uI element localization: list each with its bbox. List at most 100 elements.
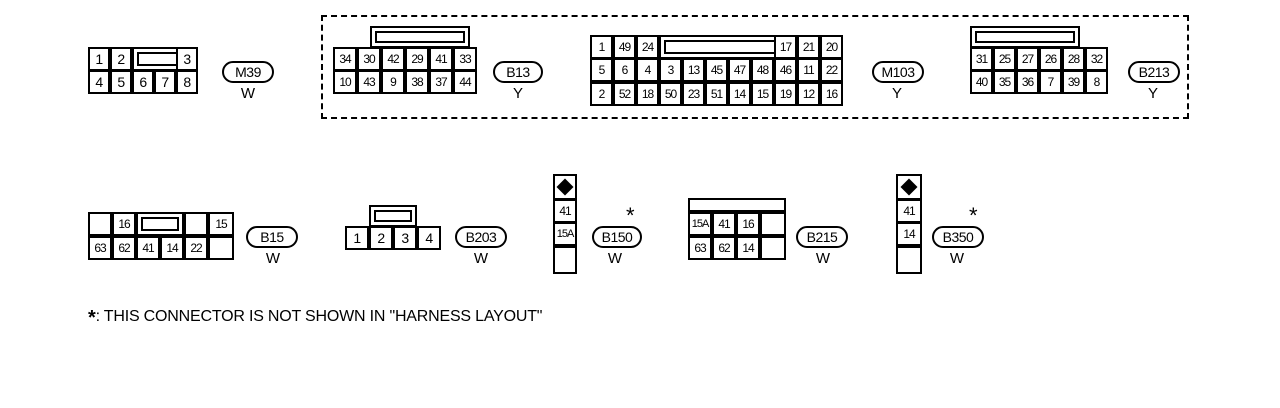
pin-cell: 17 — [774, 35, 797, 59]
pin-cell: 8 — [1085, 70, 1108, 94]
pin-cell: 2 — [110, 47, 132, 71]
empty-cavity — [184, 212, 208, 236]
pin-cell: 6 — [132, 70, 154, 94]
pin-cell: 41 — [896, 199, 922, 223]
pin-cell: 2 — [369, 226, 393, 250]
pin-cell: 14 — [736, 236, 760, 260]
connector-id-badge[interactable]: B150 — [592, 226, 642, 248]
pin-cell: 41 — [429, 47, 453, 71]
connector-latch — [370, 26, 470, 48]
pin-cell: 21 — [797, 35, 820, 59]
pin-cell: 37 — [429, 70, 453, 94]
empty-cavity — [688, 198, 786, 212]
pin-cell: 16 — [820, 82, 843, 106]
pin-cell: 27 — [1016, 47, 1039, 71]
wire-color-label: Y — [512, 85, 523, 102]
pin-cell: 42 — [381, 47, 405, 71]
pin-cell: 4 — [88, 70, 110, 94]
pin-cell: 28 — [1062, 47, 1085, 71]
wire-color-label: W — [240, 85, 256, 102]
footnote-symbol: * — [88, 307, 96, 329]
connector-id-badge[interactable]: B13 — [493, 61, 543, 83]
pin-cell: 46 — [774, 58, 797, 82]
pin-cell: 1 — [590, 35, 613, 59]
pin-cell: 4 — [636, 58, 659, 82]
pin-cell: 14 — [896, 222, 922, 246]
footnote: *: THIS CONNECTOR IS NOT SHOWN IN "HARNE… — [88, 307, 542, 330]
pin-cell: 39 — [1062, 70, 1085, 94]
pin-cell: 1 — [88, 47, 110, 71]
pin-cell: 52 — [613, 82, 636, 106]
connector-latch — [659, 35, 785, 59]
pin-cell: 33 — [453, 47, 477, 71]
connector-id-badge[interactable]: B215 — [796, 226, 848, 248]
not-shown-star: * — [969, 203, 978, 228]
pin-cell: 63 — [88, 236, 112, 260]
pin-cell: 30 — [357, 47, 381, 71]
pin-cell: 34 — [333, 47, 357, 71]
pin-cell: 19 — [774, 82, 797, 106]
empty-cavity — [208, 236, 234, 260]
wire-color-label: Y — [1147, 85, 1158, 102]
pin-cell: 5 — [110, 70, 132, 94]
pin-cell: 24 — [636, 35, 659, 59]
pin-cell: 23 — [682, 82, 705, 106]
pin-cell: 36 — [1016, 70, 1039, 94]
connector-latch — [369, 205, 417, 227]
pin-cell: 13 — [682, 58, 705, 82]
connector-id-badge[interactable]: M39 — [222, 61, 274, 83]
wire-color-label: W — [949, 250, 965, 267]
pin-cell: 4 — [417, 226, 441, 250]
empty-cavity — [760, 236, 786, 260]
pin-cell: 7 — [1039, 70, 1062, 94]
pin-cell: 49 — [613, 35, 636, 59]
pin-cell: 9 — [381, 70, 405, 94]
wire-color-label: W — [473, 250, 489, 267]
pin-cell: 16 — [112, 212, 136, 236]
pin-cell: 38 — [405, 70, 429, 94]
empty-cavity — [896, 246, 922, 274]
pin-cell: 7 — [154, 70, 176, 94]
pin-cell: 63 — [688, 236, 712, 260]
connector-id-badge[interactable]: B350 — [932, 226, 984, 248]
pin-cell: 41 — [553, 199, 577, 223]
pin-cell: 22 — [820, 58, 843, 82]
connector-latch — [970, 26, 1080, 48]
pin-cell: 47 — [728, 58, 751, 82]
pin-cell: 20 — [820, 35, 843, 59]
connector-latch — [136, 212, 184, 236]
pin-cell: 25 — [993, 47, 1016, 71]
pin-cell: 45 — [705, 58, 728, 82]
pin-cell: 40 — [970, 70, 993, 94]
connector-id-badge[interactable]: B203 — [455, 226, 507, 248]
pin-cell: 31 — [970, 47, 993, 71]
pin-cell: 11 — [797, 58, 820, 82]
pin-cell: 14 — [160, 236, 184, 260]
pin-cell: 5 — [590, 58, 613, 82]
pin-cell: 2 — [590, 82, 613, 106]
pin-cell: 16 — [736, 212, 760, 236]
pin-cell: 62 — [712, 236, 736, 260]
pin-cell: 41 — [712, 212, 736, 236]
pin-cell: 6 — [613, 58, 636, 82]
pin-cell: 18 — [636, 82, 659, 106]
pin-cell: 32 — [1085, 47, 1108, 71]
connector-id-badge[interactable]: B213 — [1128, 61, 1180, 83]
pin-cell: 15 — [751, 82, 774, 106]
pin-cell: 22 — [184, 236, 208, 260]
connector-id-badge[interactable]: M103 — [872, 61, 924, 83]
pin-cell: 62 — [112, 236, 136, 260]
footnote-text: : THIS CONNECTOR IS NOT SHOWN IN "HARNES… — [95, 308, 543, 325]
pin-cell: 26 — [1039, 47, 1062, 71]
pin-cell: 8 — [176, 70, 198, 94]
not-shown-star: * — [626, 203, 635, 228]
pin-cell: 35 — [993, 70, 1016, 94]
pin-cell: 29 — [405, 47, 429, 71]
empty-cavity — [88, 212, 112, 236]
pin-cell: 48 — [751, 58, 774, 82]
pin-cell: 51 — [705, 82, 728, 106]
pin-cell: 1 — [345, 226, 369, 250]
connector-id-badge[interactable]: B15 — [246, 226, 298, 248]
pin-cell: 43 — [357, 70, 381, 94]
pin-cell: 15A — [553, 222, 577, 246]
